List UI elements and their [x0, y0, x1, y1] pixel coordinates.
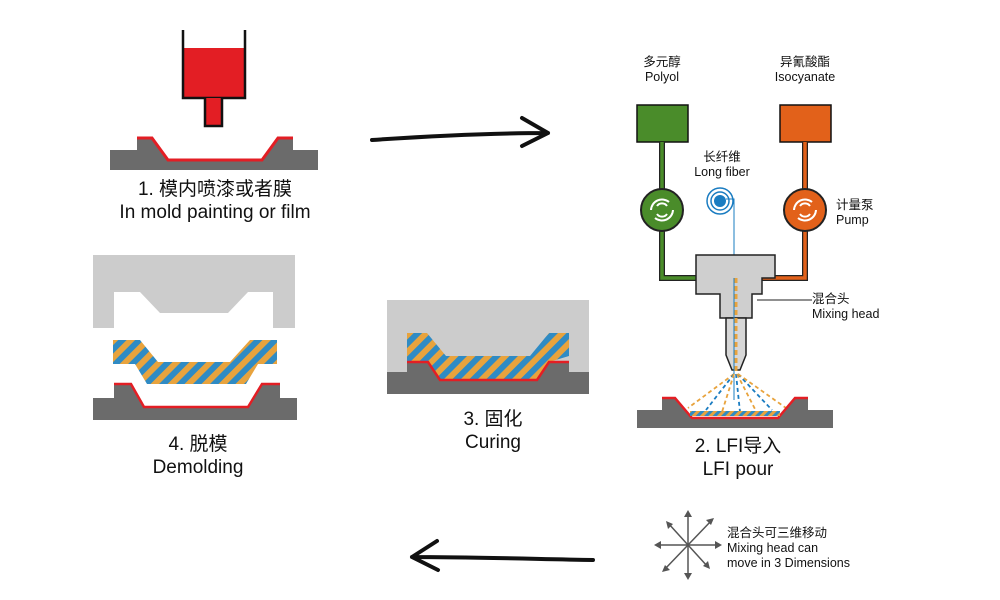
arrow-right-icon	[370, 116, 550, 148]
polyol-tank	[636, 104, 689, 143]
step3-caption-cn: 3. 固化	[463, 409, 523, 430]
arrow-left-icon	[410, 539, 595, 572]
mixing-head	[695, 254, 812, 372]
step4-caption: 4. 脱模 Demolding	[128, 433, 268, 479]
step3-caption-en: Curing	[465, 432, 521, 453]
fiber-label-cn: 长纤维	[703, 150, 741, 164]
step2-caption-cn: 2. LFI导入	[694, 436, 782, 457]
pump-icon	[783, 188, 827, 232]
step2-caption-en: LFI pour	[702, 459, 774, 480]
step1-illustration	[110, 30, 318, 170]
mixing-head-label: 混合头 Mixing head	[812, 292, 902, 322]
step1-caption-en: In mold painting or film	[119, 202, 311, 223]
isocyanate-label: 异氰酸酯 Isocyanate	[755, 55, 855, 85]
move-3d-note-en2: move in 3 Dimensions	[727, 556, 850, 570]
isocyanate-label-cn: 异氰酸酯	[779, 55, 830, 69]
step1-caption-cn: 1. 模内喷漆或者膜	[137, 179, 293, 200]
step3-illustration	[387, 300, 589, 394]
step2-caption: 2. LFI导入 LFI pour	[648, 435, 828, 481]
lower-mold-step4	[93, 384, 297, 420]
polyol-label: 多元醇 Polyol	[622, 55, 702, 85]
composite-layer-step2	[690, 411, 780, 416]
spray-fan	[687, 373, 787, 413]
mixing-head-label-cn: 混合头	[812, 292, 850, 306]
lfi-machine	[636, 104, 833, 428]
move-3d-icon	[654, 510, 722, 580]
composite-part-step3	[407, 333, 569, 380]
step4-caption-cn: 4. 脱模	[168, 434, 228, 455]
fiber-label: 长纤维 Long fiber	[682, 150, 762, 180]
move-3d-note: 混合头可三维移动 Mixing head can move in 3 Dimen…	[727, 526, 867, 571]
mixing-head-label-en: Mixing head	[812, 307, 880, 321]
pump-icon	[640, 188, 684, 232]
move-3d-note-en1: Mixing head can	[727, 541, 819, 555]
step3-caption: 3. 固化 Curing	[418, 408, 568, 454]
step4-caption-en: Demolding	[152, 457, 244, 478]
pump-label: 计量泵 Pump	[836, 198, 896, 228]
paint-layer-step1	[137, 136, 293, 162]
polyol-label-cn: 多元醇	[643, 55, 681, 69]
fiber-label-en: Long fiber	[694, 165, 750, 179]
lower-mold-step2	[637, 398, 833, 428]
step1-caption: 1. 模内喷漆或者膜 In mold painting or film	[90, 178, 340, 224]
move-3d-note-cn: 混合头可三维移动	[727, 526, 828, 540]
step4-illustration	[93, 255, 297, 420]
lower-mold-step1	[110, 138, 318, 170]
composite-part-step4	[113, 340, 277, 384]
paint-container	[181, 30, 247, 128]
isocyanate-label-en: Isocyanate	[774, 70, 836, 84]
upper-mold-step4	[93, 255, 295, 328]
isocyanate-tank	[779, 104, 832, 143]
pump-label-cn: 计量泵	[836, 198, 874, 212]
polyol-label-en: Polyol	[644, 70, 680, 84]
pump-label-en: Pump	[836, 213, 869, 227]
lower-mold-step3	[387, 362, 589, 394]
